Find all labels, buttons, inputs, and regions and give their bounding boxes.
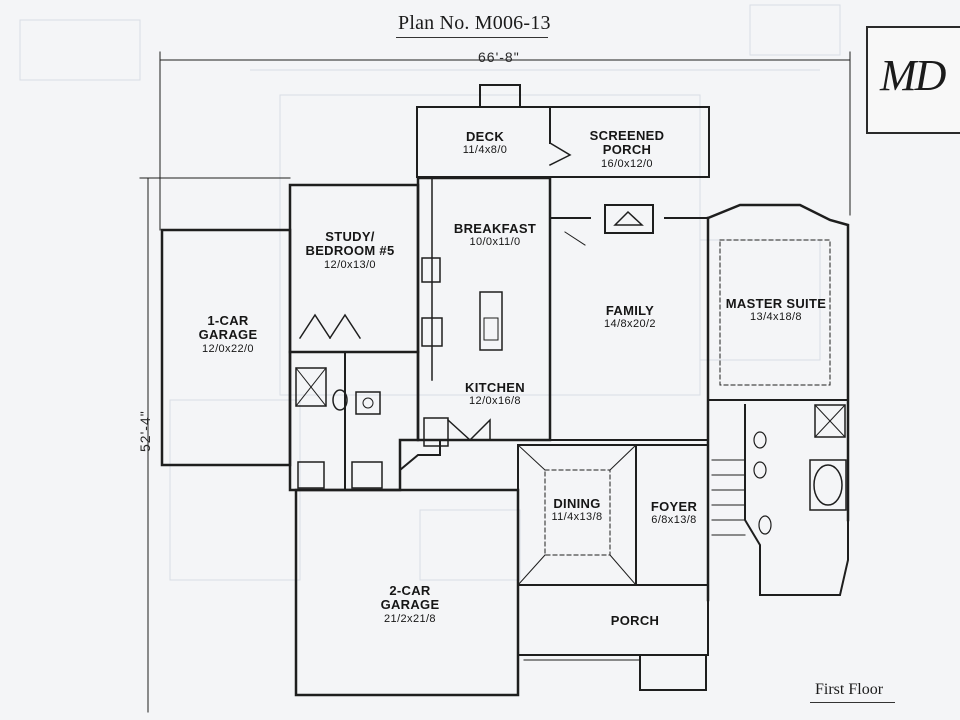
- room-breakfast-name: BREAKFAST: [453, 221, 537, 236]
- room-study-bedroom: STUDY/ BEDROOM #5 12/0x13/0: [300, 229, 400, 271]
- room-screened-porch: SCREENED PORCH 16/0x12/0: [572, 128, 682, 170]
- room-garage2-name2: GARAGE: [380, 597, 440, 613]
- room-1-car-garage: 1-CAR GARAGE 12/0x22/0: [183, 313, 273, 355]
- overall-width-dimension: 66'-8": [478, 49, 520, 65]
- room-study-name1: STUDY/: [325, 229, 375, 244]
- room-garage2-size: 21/2x21/8: [384, 612, 436, 625]
- room-study-size: 12/0x13/0: [324, 258, 376, 271]
- plan-title: Plan No. M006-13: [398, 12, 551, 34]
- room-foyer-name: FOYER: [650, 499, 698, 514]
- room-dining-name: DINING: [553, 496, 601, 511]
- room-dining: DINING 11/4x13/8: [536, 496, 618, 524]
- room-breakfast: BREAKFAST 10/0x11/0: [440, 221, 550, 249]
- logo-text: MD: [880, 51, 946, 100]
- room-breakfast-size: 10/0x11/0: [469, 236, 521, 249]
- room-garage1-size: 12/0x22/0: [202, 342, 254, 355]
- room-family-name: FAMILY: [605, 303, 655, 318]
- room-screened-porch-name1: SCREENED: [589, 128, 665, 143]
- room-deck-size: 11/4x8/0: [462, 144, 508, 157]
- room-kitchen-name: KITCHEN: [465, 380, 525, 395]
- room-master-suite: MASTER SUITE 13/4x18/8: [720, 296, 832, 324]
- room-garage1-name2: GARAGE: [198, 327, 258, 343]
- overall-depth-dimension: 52'-4": [137, 410, 153, 452]
- room-deck: DECK 11/4x8/0: [445, 129, 525, 157]
- room-family: FAMILY 14/8x20/2: [580, 303, 680, 331]
- room-study-name2: BEDROOM #5: [305, 243, 395, 259]
- room-kitchen: KITCHEN 12/0x16/8: [450, 380, 540, 408]
- designer-logo: MD: [866, 26, 960, 134]
- room-kitchen-size: 12/0x16/8: [469, 395, 521, 408]
- room-master-size: 13/4x18/8: [750, 311, 802, 324]
- room-dining-size: 11/4x13/8: [551, 511, 603, 524]
- room-screened-porch-size: 16/0x12/0: [601, 157, 653, 170]
- floor-label-underline: [810, 702, 895, 703]
- room-deck-name: DECK: [465, 129, 505, 144]
- room-porch-name: PORCH: [610, 613, 660, 628]
- room-porch: PORCH: [595, 613, 675, 628]
- room-foyer-size: 6/8x13/8: [651, 514, 697, 527]
- room-family-size: 14/8x20/2: [604, 318, 656, 331]
- room-foyer: FOYER 6/8x13/8: [638, 499, 710, 527]
- room-master-name: MASTER SUITE: [725, 296, 827, 311]
- room-garage1-name1: 1-CAR: [207, 313, 249, 328]
- title-underline: [396, 37, 548, 38]
- room-screened-porch-name2: PORCH: [602, 142, 652, 158]
- floor-label: First Floor: [815, 681, 884, 698]
- room-2-car-garage: 2-CAR GARAGE 21/2x21/8: [365, 583, 455, 625]
- room-garage2-name1: 2-CAR: [389, 583, 431, 598]
